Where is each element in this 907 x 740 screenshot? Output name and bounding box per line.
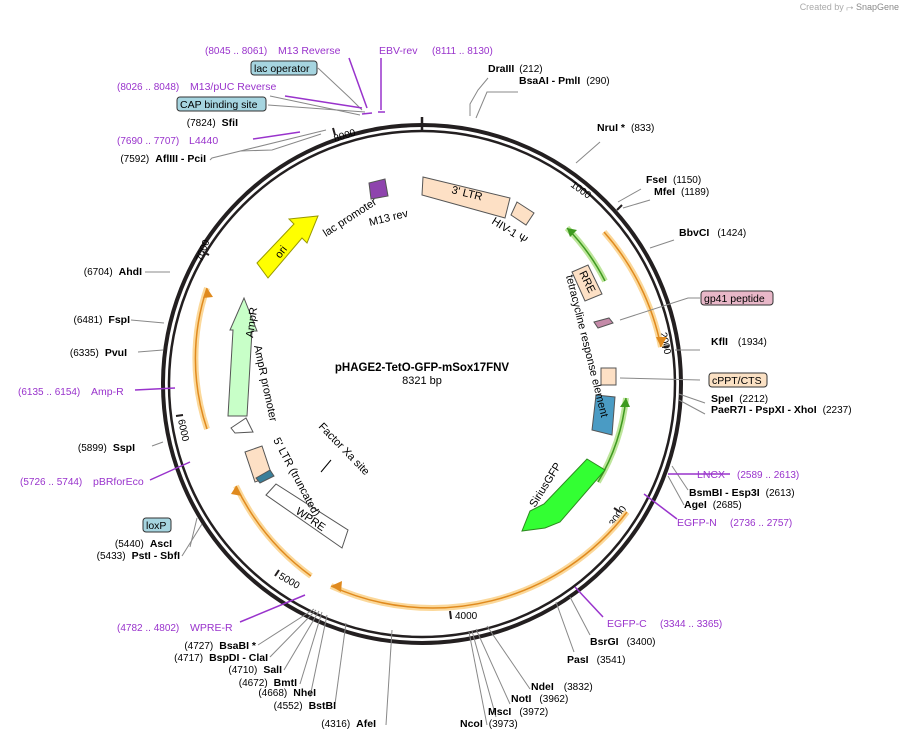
feature-label: AmpR	[244, 306, 260, 338]
primer-range: (8111 .. 8130)	[432, 46, 493, 57]
enzyme-label: (4727)BsaBI *	[184, 640, 257, 652]
enzyme-label: DraIII(212)	[488, 63, 543, 75]
feature-loxp-marker	[255, 469, 275, 484]
tick-label: 1000	[568, 180, 593, 202]
boxed-label: CAP binding site	[180, 99, 258, 111]
feature-rre	[571, 264, 603, 302]
plasmid-name: pHAGE2-TetO-GFP-mSox17FNV	[335, 362, 510, 374]
enzyme-label: (6335)PvuI	[70, 347, 127, 359]
feature-siriusgfp	[521, 458, 606, 532]
primer-range: (3344 .. 3365)	[660, 619, 722, 630]
feature-lac-promoter	[368, 178, 389, 200]
tick-label: 4000	[455, 611, 478, 622]
enzyme-label: (6481)FspI	[74, 314, 131, 326]
feature-3-ltr	[421, 176, 511, 219]
boxed-label: lac operator	[254, 63, 310, 75]
feature-ampr-promoter	[230, 417, 254, 434]
boxed-label: cPPT/CTS	[712, 375, 762, 387]
primer-range: (8026 .. 8048)	[117, 82, 179, 93]
feature-gp41	[593, 317, 614, 329]
boxed-label-bg	[176, 96, 267, 112]
primer-range: (4782 .. 4802)	[117, 623, 179, 634]
feature-ori	[256, 215, 319, 279]
feature-cppt	[600, 367, 617, 386]
enzyme-label: MfeI(1189)	[654, 186, 709, 198]
snapgene-logo-icon: ⮣	[846, 2, 854, 12]
enzyme-label: AgeI(2685)	[684, 499, 742, 511]
primer-name: pBRforEco	[93, 476, 144, 488]
enzyme-label: (5899)SspI	[78, 442, 135, 454]
primer-range: (8045 .. 8061)	[205, 46, 267, 57]
enzyme-label: KflI(1934)	[711, 336, 767, 348]
feature-label: AmpR promoter	[251, 344, 279, 423]
enzyme-label: (7592)AflIII - PciI	[120, 153, 206, 165]
primer-range: (6135 .. 6154)	[18, 387, 80, 398]
primer-name: M13 Reverse	[278, 45, 341, 57]
attribution-prefix: Created by	[799, 2, 844, 12]
enzyme-label: (5433)PstI - SbfI	[97, 550, 180, 562]
primer-name: EGFP-N	[677, 517, 717, 529]
primer-name: Amp-R	[91, 386, 124, 398]
primer-name: M13/pUC Reverse	[190, 81, 277, 93]
boxed-label: gp41 peptide	[704, 293, 765, 305]
boxed-label-bg	[700, 290, 774, 306]
enzyme-label: (4710)SalI	[228, 664, 282, 676]
primer-marks	[134, 57, 730, 623]
primer-name: WPRE-R	[190, 622, 233, 634]
feature-tre	[591, 394, 616, 436]
enzyme-label: (4717)BspDI - ClaI	[174, 652, 268, 664]
feature-wpre	[265, 483, 349, 549]
primer-range: (2589 .. 2613)	[737, 470, 799, 481]
enzyme-label: BbvCI(1424)	[679, 227, 746, 239]
enzyme-label: (4552)BstBI	[274, 700, 336, 712]
enzyme-label: BsrGI(3400)	[590, 636, 656, 648]
primer-name: EGFP-C	[607, 618, 647, 630]
enzyme-label: BsmBI - Esp3I(2613)	[689, 487, 795, 499]
feature-factor-xa	[320, 459, 332, 473]
primer-range: (2736 .. 2757)	[730, 518, 792, 529]
enzyme-label: (4672)BmtI	[239, 677, 297, 689]
feature-hiv-psi	[510, 201, 535, 226]
tick-label: 5000	[277, 571, 302, 592]
enzyme-label: NruI *(833)	[597, 122, 654, 134]
leader-lines	[130, 67, 706, 726]
enzyme-label: NdeI(3832)	[531, 681, 593, 693]
enzyme-label: (4668)NheI	[258, 687, 316, 699]
enzyme-label: (6704)AhdI	[84, 266, 142, 278]
primer-name: LNCX	[697, 469, 725, 481]
enzyme-label: PaeR7I - PspXI - XhoI(2237)	[711, 404, 852, 416]
primer-range: (5726 .. 5744)	[20, 477, 82, 488]
attribution-brand: SnapGene	[855, 2, 899, 12]
enzyme-label: MscI(3972)	[488, 706, 548, 718]
feature-label: ori	[273, 244, 290, 261]
feature-label: Factor Xa site	[316, 421, 372, 478]
backbone	[161, 117, 683, 645]
enzyme-label: PasI(3541)	[567, 654, 626, 666]
tick-label: 7000	[194, 238, 212, 263]
primer-range: (7690 .. 7707)	[117, 136, 179, 147]
enzyme-label: NcoI(3973)	[460, 718, 518, 730]
boxed-label-bg	[250, 60, 318, 76]
feature-label: M13 rev	[368, 208, 410, 229]
feature-ampr	[227, 296, 258, 417]
enzyme-label: (5440)AscI	[115, 538, 172, 550]
primer-name: L4440	[189, 135, 218, 147]
plasmid-length: 8321 bp	[402, 375, 442, 387]
enzyme-label: (7824)SfiI	[187, 117, 238, 129]
boxed-label-bg	[708, 372, 768, 388]
enzyme-label: BsaAI - PmlI(290)	[519, 75, 610, 87]
enzyme-label: NotI(3962)	[511, 693, 568, 705]
enzyme-label: (4316)AfeI	[321, 718, 376, 730]
enzyme-label: SpeI(2212)	[711, 393, 768, 405]
primer-name: EBV-rev	[379, 45, 418, 57]
enzyme-label: FseI(1150)	[646, 174, 701, 186]
boxed-label-bg	[142, 517, 172, 533]
features	[227, 176, 617, 549]
tick-label: 6000	[175, 418, 190, 442]
boxed-label: loxP	[146, 520, 166, 532]
attribution: Created by ⮣ SnapGene	[800, 2, 899, 13]
